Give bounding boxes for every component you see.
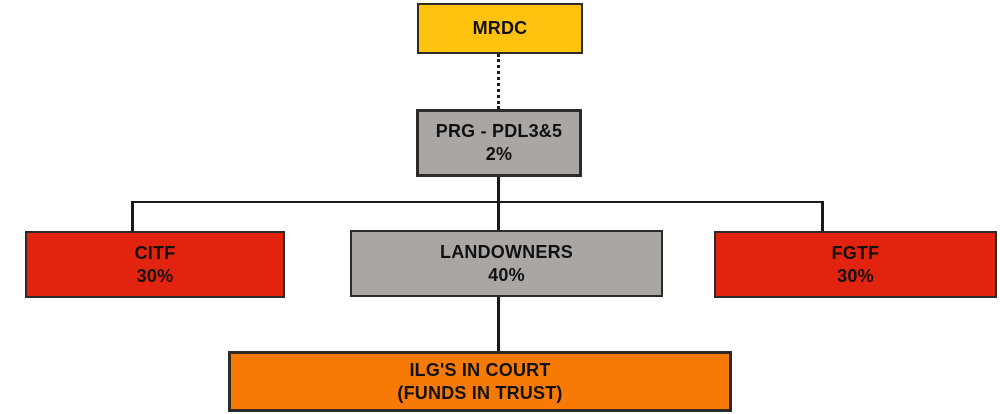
node-mrdc-label: MRDC bbox=[472, 18, 528, 38]
node-citf: CITF 30% bbox=[25, 231, 285, 298]
node-mrdc: MRDC bbox=[417, 3, 583, 54]
connector-drop-to-fgtf bbox=[821, 201, 824, 232]
connector-horizontal-bus bbox=[131, 201, 824, 203]
node-landowners: LANDOWNERS 40% bbox=[350, 230, 663, 297]
node-citf-label: CITF bbox=[134, 242, 176, 263]
connector-drop-to-citf bbox=[131, 201, 134, 232]
node-citf-percent: 30% bbox=[136, 265, 174, 286]
node-ilgs-in-court: ILG'S IN COURT (FUNDS IN TRUST) bbox=[228, 351, 732, 412]
node-prg-pdl: PRG - PDL3&5 2% bbox=[416, 109, 582, 177]
node-fgtf-percent: 30% bbox=[837, 265, 874, 286]
node-prg-label: PRG - PDL3&5 bbox=[435, 121, 563, 141]
connector-mrdc-to-prg-dotted bbox=[497, 54, 500, 109]
node-ilgs-sublabel: (FUNDS IN TRUST) bbox=[397, 382, 563, 403]
node-fgtf: FGTF 30% bbox=[714, 231, 997, 298]
node-fgtf-label: FGTF bbox=[831, 242, 880, 263]
node-landowners-percent: 40% bbox=[488, 264, 525, 285]
node-landowners-label: LANDOWNERS bbox=[440, 241, 573, 262]
node-ilgs-label: ILG'S IN COURT bbox=[409, 359, 551, 380]
connector-prg-down bbox=[497, 177, 500, 231]
node-prg-percent: 2% bbox=[485, 144, 513, 164]
connector-landowners-to-ilgs bbox=[497, 297, 500, 352]
